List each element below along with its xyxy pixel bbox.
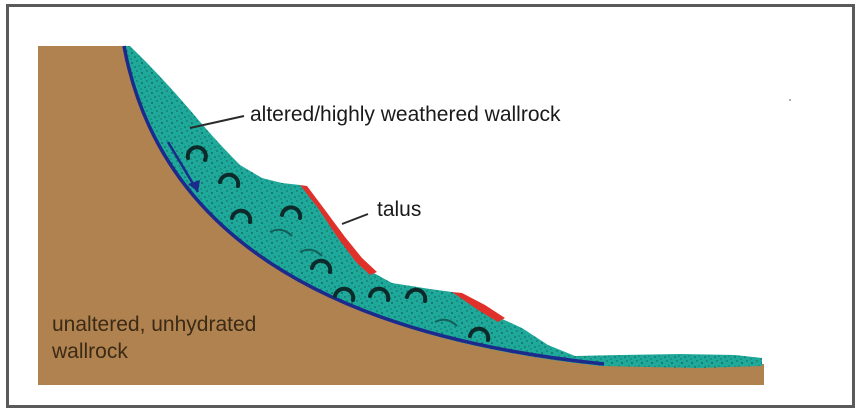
stray-speck bbox=[789, 99, 791, 101]
unaltered-wallrock-body bbox=[38, 46, 764, 385]
talus-label: talus bbox=[377, 198, 421, 221]
unaltered-wallrock-label-line2: wallrock bbox=[51, 340, 128, 363]
talus-lower bbox=[452, 292, 505, 322]
talus-upper bbox=[300, 185, 377, 275]
rotation-arrow-icon bbox=[185, 145, 491, 342]
unaltered-wallrock-label-line1: unaltered, unhydrated bbox=[52, 313, 256, 336]
altered-leader-line bbox=[189, 115, 245, 129]
altered-wallrock-label: altered/highly weathered wallrock bbox=[250, 103, 561, 126]
movement-arrow-icon bbox=[166, 141, 200, 193]
talus-leader-line bbox=[341, 213, 369, 225]
weathered-wallrock-mass bbox=[124, 46, 762, 368]
failure-surface-line bbox=[122, 45, 605, 366]
